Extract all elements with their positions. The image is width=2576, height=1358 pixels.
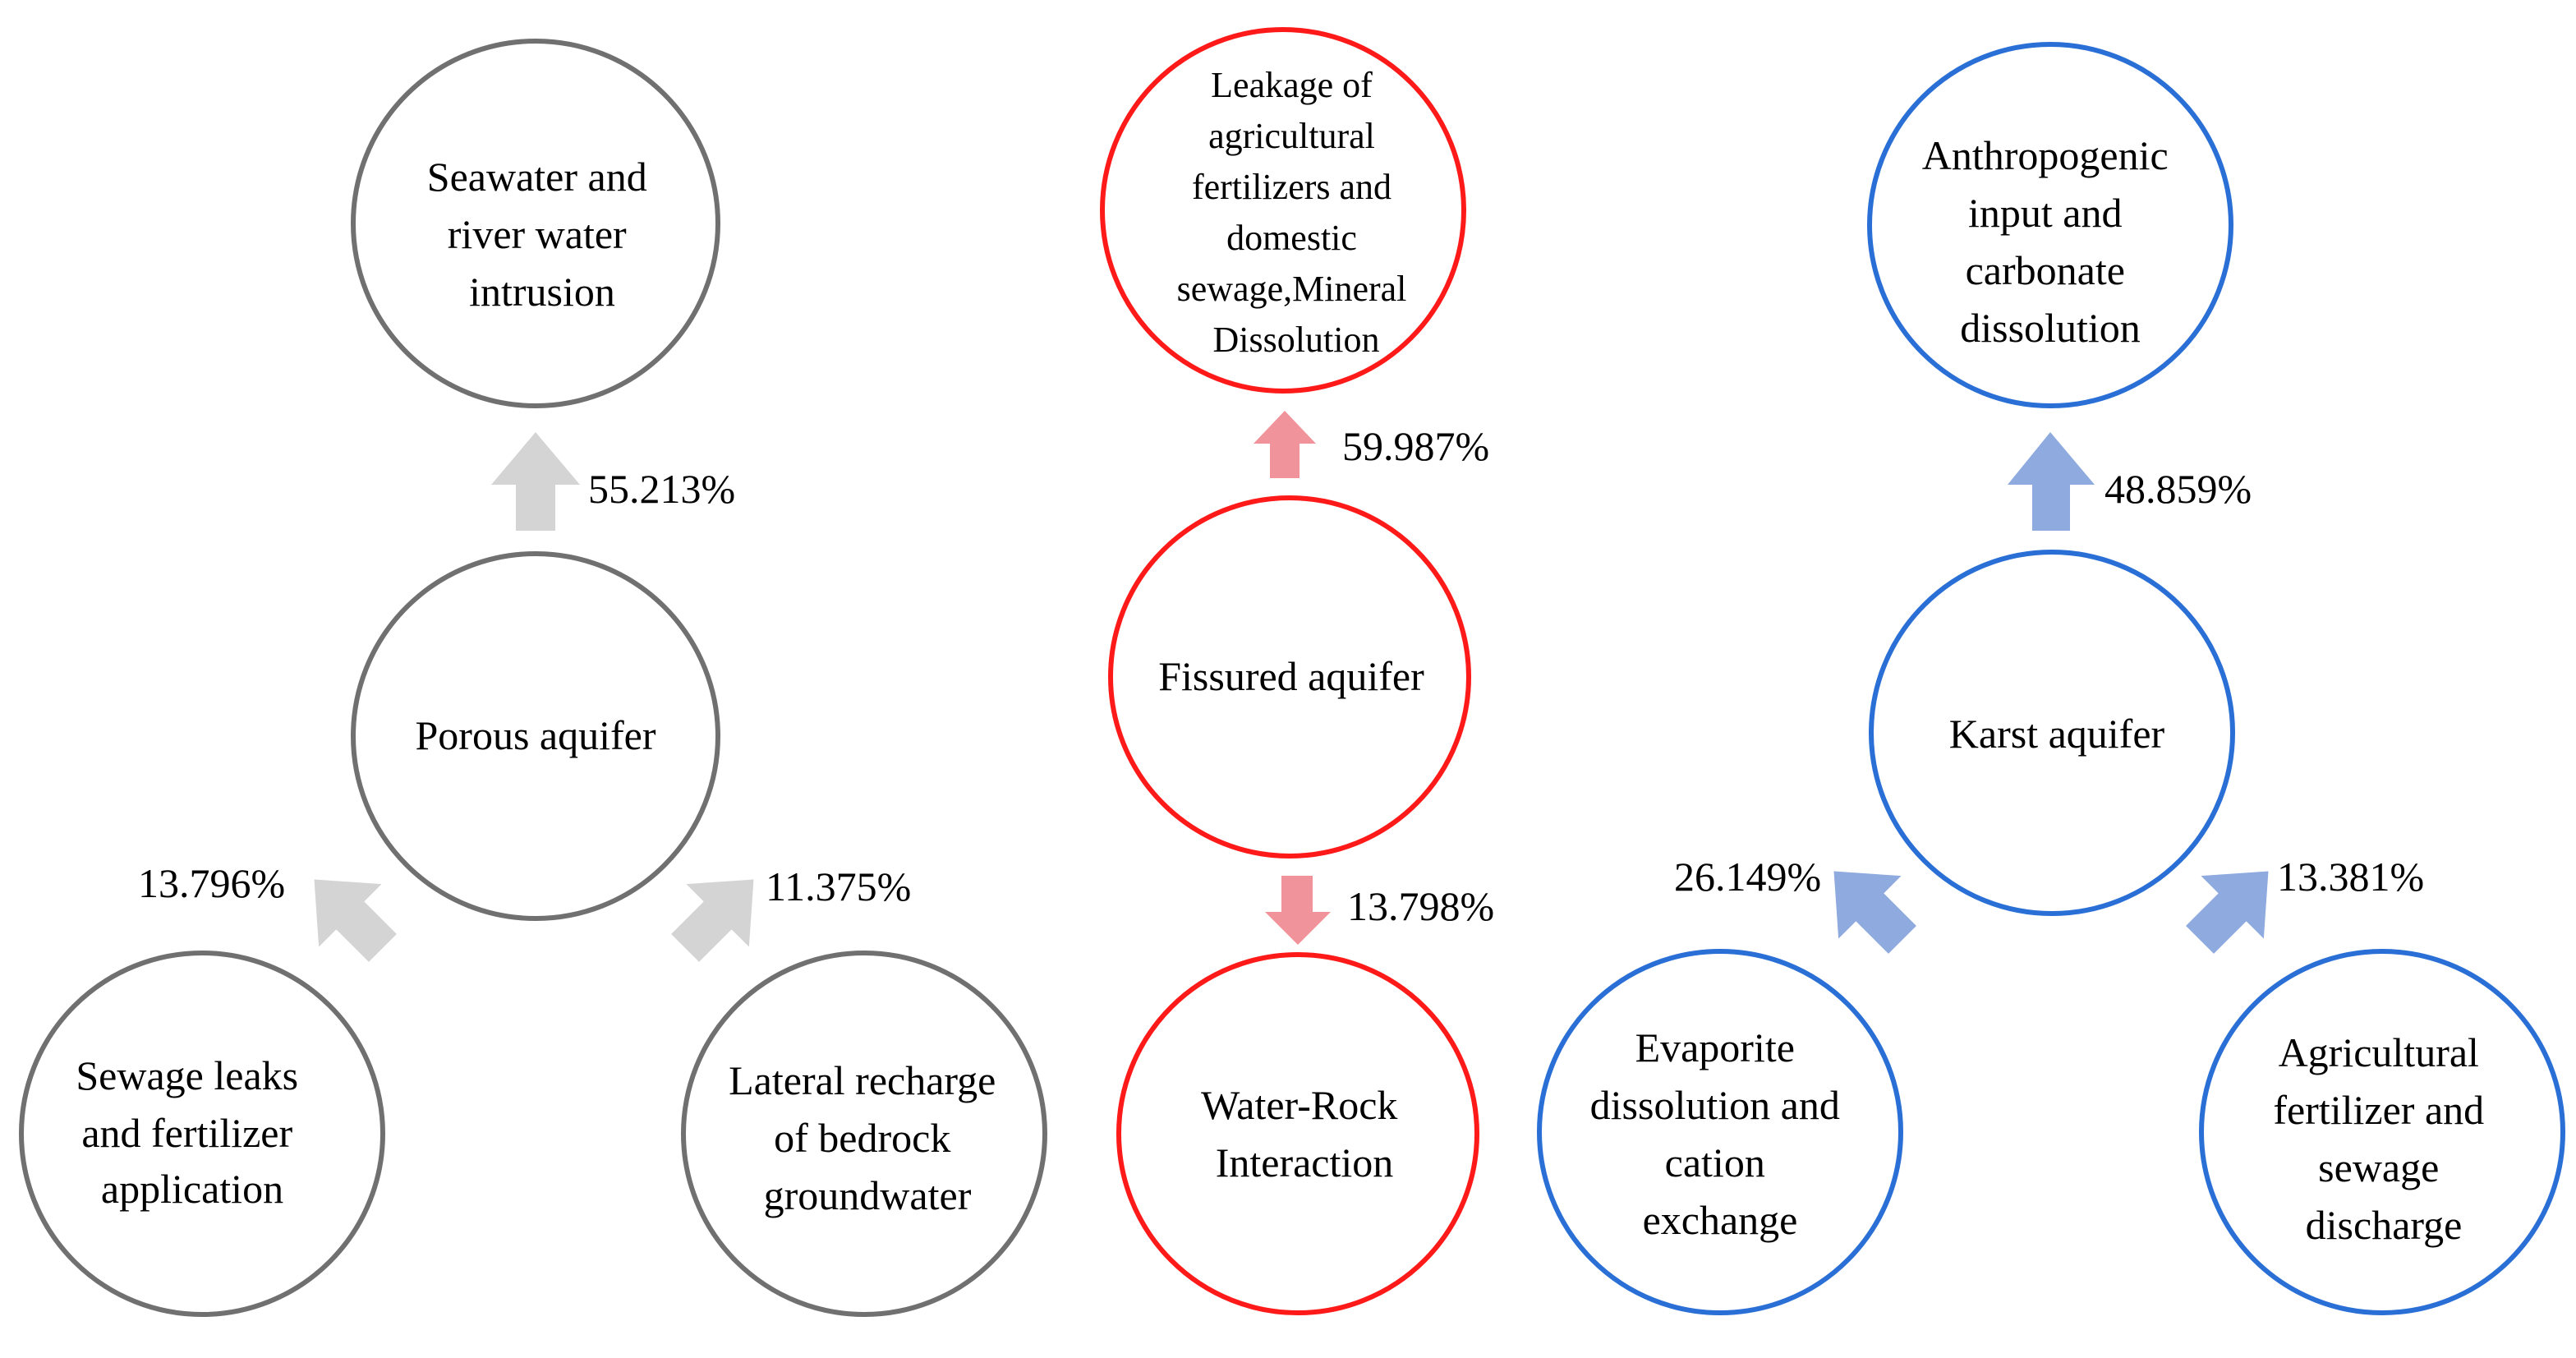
fissured-center-label: Fissured aquifer [1158, 653, 1424, 699]
karst-center-label: Karst aquifer [1949, 711, 2165, 757]
porous-pct-top: 55.213% [588, 466, 735, 512]
karst-left-label: Evaporite dissolution and cation exchang… [1590, 1024, 1851, 1243]
porous-right-label: Lateral recharge of bedrock groundwater [729, 1057, 1006, 1218]
karst-arrow-down-left-icon [1833, 871, 1916, 954]
karst-pct-right: 13.381% [2277, 854, 2424, 900]
karst-top-circle [1867, 42, 2233, 408]
karst-arrow-down-right-icon [2186, 871, 2269, 954]
karst-pct-left: 26.149% [1674, 854, 1821, 900]
karst-right-circle [2199, 949, 2565, 1315]
karst-top-label: Anthropogenic input and carbonate dissol… [1922, 132, 2178, 351]
fissured-top-label: Leakage of agricultural fertilizers and … [1177, 65, 1416, 360]
karst-pct-top: 48.859% [2104, 466, 2252, 512]
porous-right-circle [681, 951, 1047, 1317]
fissured-arrow-up-icon [1254, 411, 1316, 478]
porous-arrow-down-right-icon [671, 879, 754, 962]
fissured-group: Leakage of agricultural fertilizers and … [1100, 27, 1494, 1315]
porous-center-circle [351, 551, 720, 921]
fissured-bottom-label: Water-Rock Interaction [1201, 1082, 1408, 1185]
karst-left-circle [1537, 949, 1903, 1315]
porous-left-label: Sewage leaks and fertilizer application [76, 1052, 308, 1212]
fissured-arrow-down-icon [1265, 876, 1331, 945]
porous-top-circle [351, 39, 720, 408]
fissured-center-circle [1108, 495, 1471, 859]
karst-arrow-up-icon [2008, 432, 2095, 531]
fissured-bottom-circle [1116, 952, 1479, 1315]
porous-arrow-up-icon [491, 432, 580, 531]
porous-arrow-down-left-icon [314, 879, 397, 962]
porous-left-circle [19, 951, 385, 1317]
porous-center-label: Porous aquifer [416, 712, 656, 758]
fissured-pct-bottom: 13.798% [1347, 883, 1494, 929]
karst-group: Anthropogenic input and carbonate dissol… [1537, 42, 2565, 1315]
fissured-pct-top: 59.987% [1342, 423, 1489, 469]
fissured-top-circle [1100, 27, 1466, 394]
karst-center-circle [1869, 550, 2235, 916]
porous-group: Seawater and river water intrusion Porou… [19, 39, 1047, 1317]
karst-right-label: Agricultural fertilizer and sewage disch… [2273, 1029, 2494, 1248]
porous-pct-left: 13.796% [138, 860, 285, 906]
porous-pct-right: 11.375% [766, 863, 911, 909]
porous-top-label: Seawater and river water intrusion [427, 154, 657, 315]
